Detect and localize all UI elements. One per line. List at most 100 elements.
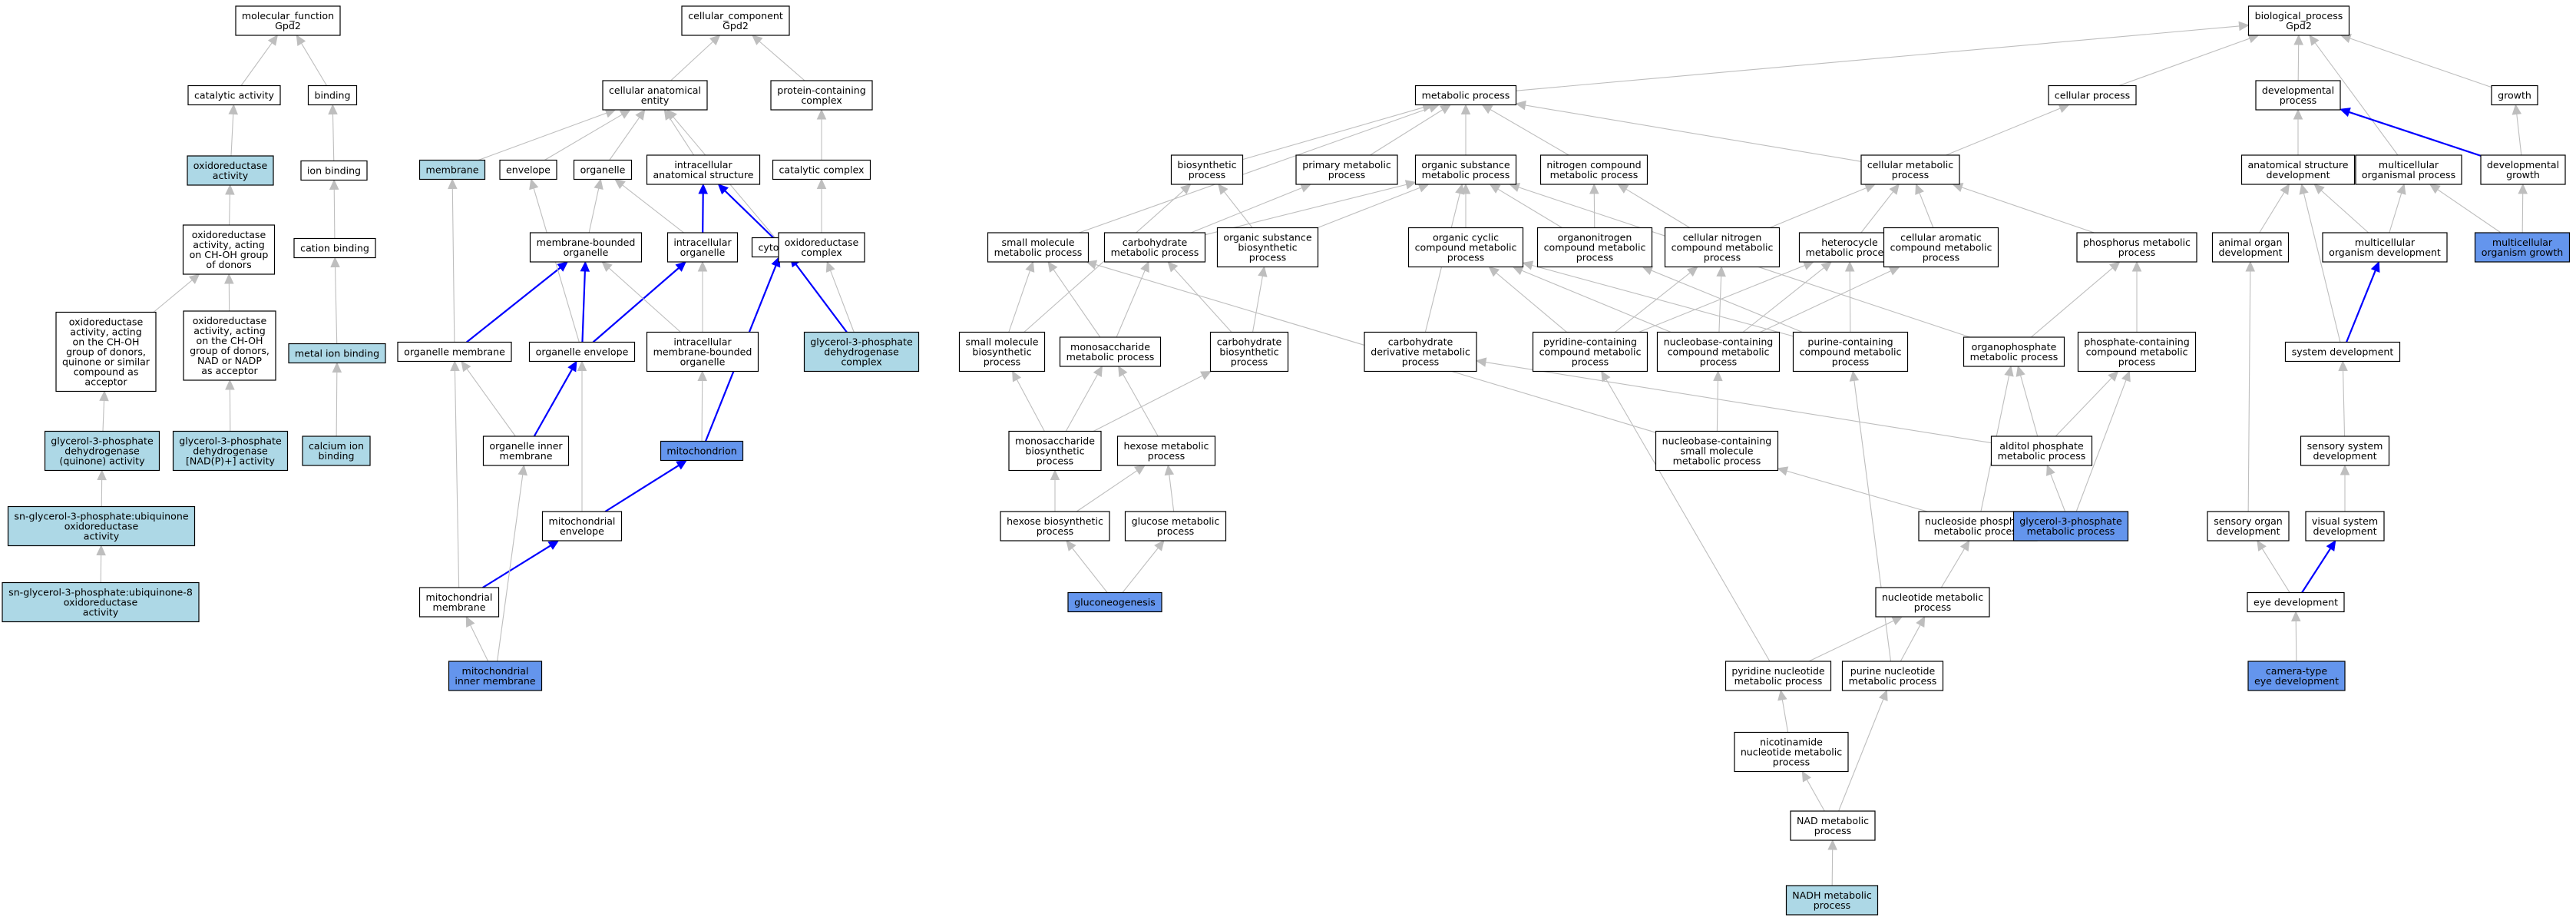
edge-line: [830, 270, 855, 333]
node-label-line: metabolic process: [1849, 675, 1937, 687]
edge: [1122, 540, 1165, 593]
node-label-line: activity: [83, 607, 119, 618]
edge: [1488, 266, 1567, 333]
edge-arrowhead: [225, 379, 235, 390]
node-label-line: compound metabolic: [2086, 346, 2188, 358]
node-label-line: developmental: [2487, 159, 2559, 171]
edge-arrowhead: [1489, 184, 1501, 194]
edge: [697, 260, 708, 333]
edge-arrowhead: [330, 257, 340, 268]
edge-line: [1860, 191, 1894, 233]
edge-line: [1116, 270, 1146, 338]
edge-arrowhead: [267, 35, 278, 46]
edge-arrowhead: [2293, 108, 2303, 120]
node-label-line: multicellular: [2492, 237, 2553, 248]
edge-arrowhead: [1093, 365, 1103, 377]
edge: [588, 178, 603, 233]
node-label-line: process: [1328, 169, 1365, 180]
edge-arrowhead: [1801, 770, 1811, 783]
node-label-line: dehydrogenase: [64, 445, 140, 457]
edge: [1614, 266, 1698, 333]
node-label-line: carbohydrate: [1388, 336, 1453, 348]
edge-line: [454, 370, 460, 588]
node-label-line: visual system: [2312, 515, 2378, 527]
node-label-line: dehydrogenase: [193, 445, 268, 457]
node-box: [2300, 436, 2390, 466]
highlighted-edge: [604, 459, 688, 512]
node-label-line: eye development: [2254, 597, 2338, 608]
node-label-line: NADH metabolic: [1792, 889, 1872, 901]
edge-line: [497, 474, 524, 662]
edge-line: [1651, 270, 1803, 333]
edge-line: [609, 117, 640, 161]
edge-arrowhead: [1601, 370, 1611, 383]
node-box: [803, 331, 920, 373]
edge-line: [451, 188, 455, 343]
edge-line: [1614, 272, 1691, 333]
edge-arrowhead: [448, 178, 458, 190]
edge-arrowhead: [1915, 183, 1924, 195]
highlighted-edge: [466, 261, 569, 343]
edge-arrowhead: [2121, 370, 2131, 383]
edge-line: [1122, 548, 1159, 593]
node-label-line: eye development: [2254, 675, 2339, 687]
edge-line: [1716, 380, 1718, 432]
node-label-line: intracellular: [673, 237, 732, 248]
edge-arrowhead: [1025, 260, 1035, 273]
node-box: [2, 581, 200, 623]
node-label-line: process: [984, 356, 1020, 368]
edge-arrowhead: [2512, 104, 2522, 115]
edge-line: [2349, 111, 2482, 157]
edge-line: [333, 189, 336, 239]
highlighted-edge: [2346, 260, 2380, 343]
node-box: [1963, 336, 2065, 367]
edge-arrowhead: [2046, 464, 2055, 476]
node-label-line: purine nucleotide: [1850, 665, 1936, 677]
node-label-line: process: [1700, 356, 1737, 368]
edge-arrowhead: [518, 464, 527, 476]
edge-arrowhead: [2313, 184, 2325, 195]
edge-line: [1071, 548, 1108, 593]
go-term-node: sn-glycerol-3-phosphate:ubiquinone-8oxid…: [2, 581, 200, 623]
node-label-line: quinone or similar: [62, 356, 150, 368]
node-box: [418, 587, 500, 618]
edge: [1012, 370, 1045, 432]
node-box: [1414, 84, 1517, 106]
edge-arrowhead: [717, 184, 729, 195]
edge-line: [1053, 269, 1101, 338]
edge-arrowhead: [594, 178, 603, 190]
node-label-line: complex: [841, 356, 882, 368]
edge-line: [1838, 698, 1884, 812]
edge-line: [1123, 374, 1159, 437]
highlighted-edge: [533, 360, 577, 437]
edge-arrowhead: [2131, 260, 2142, 272]
node-label-line: NAD metabolic: [1797, 815, 1869, 826]
edge: [2245, 260, 2256, 512]
edge-arrowhead: [557, 261, 569, 272]
node-box: [2491, 84, 2538, 106]
node-box: [1990, 436, 2093, 466]
node-box: [2076, 232, 2197, 263]
edge: [448, 178, 458, 343]
edge-arrowhead: [1713, 370, 1723, 382]
node-box: [499, 159, 557, 180]
node-label-line: animal organ: [2218, 237, 2282, 248]
edge-line: [759, 41, 805, 81]
node-label-line: entity: [641, 94, 670, 106]
edge-line: [334, 267, 338, 344]
edge-line: [230, 114, 234, 157]
node-label-line: process: [1037, 525, 1073, 537]
highlighted-edge: [698, 183, 708, 233]
edge: [2518, 183, 2528, 233]
node-label-line: monosaccharide: [1070, 341, 1150, 353]
edge-line: [2261, 548, 2290, 593]
edge: [1066, 540, 1108, 593]
edge: [2512, 104, 2522, 156]
node-box: [666, 232, 739, 263]
edge-arrowhead: [567, 360, 577, 373]
